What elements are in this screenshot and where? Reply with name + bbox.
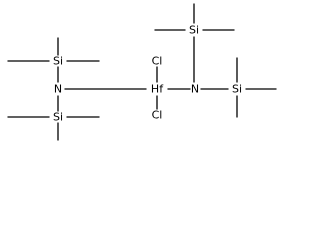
atom-si-top-left: Si (53, 55, 63, 68)
atom-si-right: Si (232, 83, 242, 96)
atom-labels: Si N Si Hf Cl Cl Si N Si (53, 24, 242, 124)
atom-n-right: N (191, 83, 199, 96)
atom-cl-top: Cl (152, 55, 163, 68)
atom-n-left: N (54, 83, 62, 96)
atom-si-bottom-left: Si (53, 111, 63, 124)
atom-hf-center: Hf (151, 83, 164, 96)
structure-diagram: Si N Si Hf Cl Cl Si N Si (7, 3, 277, 141)
atom-si-top-right: Si (189, 24, 199, 37)
atom-cl-bottom: Cl (152, 109, 163, 122)
bonds (7, 3, 277, 141)
